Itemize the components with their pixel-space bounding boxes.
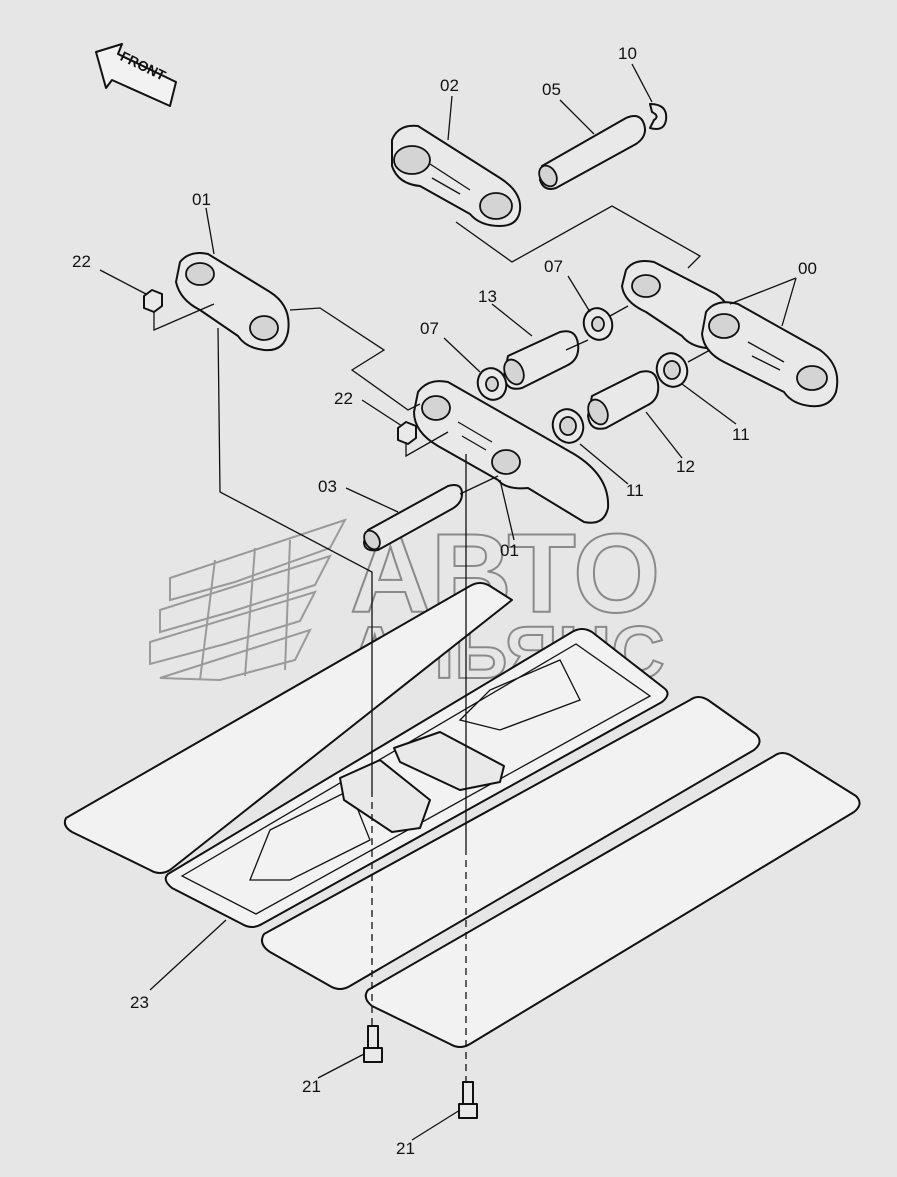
watermark-logo-icon bbox=[149, 518, 348, 682]
shoe-plate-center bbox=[261, 696, 761, 990]
callout-13: 13 bbox=[478, 287, 497, 306]
shoe-plate-right bbox=[364, 752, 861, 1048]
callout-03: 03 bbox=[318, 477, 337, 496]
bushing-13 bbox=[503, 330, 580, 390]
front-arrow: FRONT bbox=[95, 43, 177, 107]
seal-07-b bbox=[476, 367, 508, 401]
callout-10: 10 bbox=[618, 44, 637, 63]
callout-07-lower: 07 bbox=[420, 319, 439, 338]
shoe-plate-main-inner bbox=[180, 643, 652, 915]
track-link-02 bbox=[391, 124, 522, 227]
callout-12: 12 bbox=[676, 457, 695, 476]
front-arrow-icon bbox=[95, 43, 177, 107]
track-link-01-lower bbox=[413, 380, 610, 524]
track-link-00-front bbox=[701, 301, 839, 408]
callout-labels: 10 02 05 01 22 00 07 13 07 22 11 03 12 1… bbox=[72, 44, 817, 1158]
shoe-block-1 bbox=[339, 759, 431, 833]
shoe-grouser-2 bbox=[458, 659, 581, 731]
callout-leaders bbox=[99, 63, 797, 1141]
shoe-plate-main bbox=[164, 628, 669, 928]
pin-03 bbox=[363, 484, 463, 552]
callout-00: 00 bbox=[798, 259, 817, 278]
callout-23: 23 bbox=[130, 993, 149, 1012]
shoe-block-2 bbox=[393, 731, 505, 791]
seal-11-a bbox=[655, 352, 689, 388]
callout-21-right: 21 bbox=[396, 1139, 415, 1158]
callout-11-left: 11 bbox=[626, 481, 644, 500]
seal-11-b bbox=[551, 408, 585, 444]
callout-01-upper: 01 bbox=[192, 190, 211, 209]
callout-02: 02 bbox=[440, 76, 459, 95]
callout-22-lower: 22 bbox=[334, 389, 353, 408]
bushing-12 bbox=[587, 370, 660, 430]
seal-07-a bbox=[582, 307, 614, 341]
bolt-left bbox=[363, 1025, 383, 1063]
callout-05: 05 bbox=[542, 80, 561, 99]
track-link-01-upper bbox=[175, 252, 290, 352]
shoe-grouser-1 bbox=[249, 789, 371, 881]
snap-ring-10 bbox=[649, 103, 668, 130]
callout-07-upper: 07 bbox=[544, 257, 563, 276]
shoe-plates bbox=[63, 582, 861, 1048]
shoe-plate-left bbox=[63, 582, 513, 874]
callout-11-right: 11 bbox=[732, 425, 750, 444]
pin-05 bbox=[538, 115, 646, 190]
callout-01-lower: 01 bbox=[500, 541, 519, 560]
nut-22-upper bbox=[143, 289, 163, 313]
callout-22-upper: 22 bbox=[72, 252, 91, 271]
callout-21-left: 21 bbox=[302, 1077, 321, 1096]
nut-22-lower bbox=[397, 421, 417, 445]
assembly-lines bbox=[153, 205, 711, 1082]
bolt-right bbox=[458, 1081, 478, 1119]
